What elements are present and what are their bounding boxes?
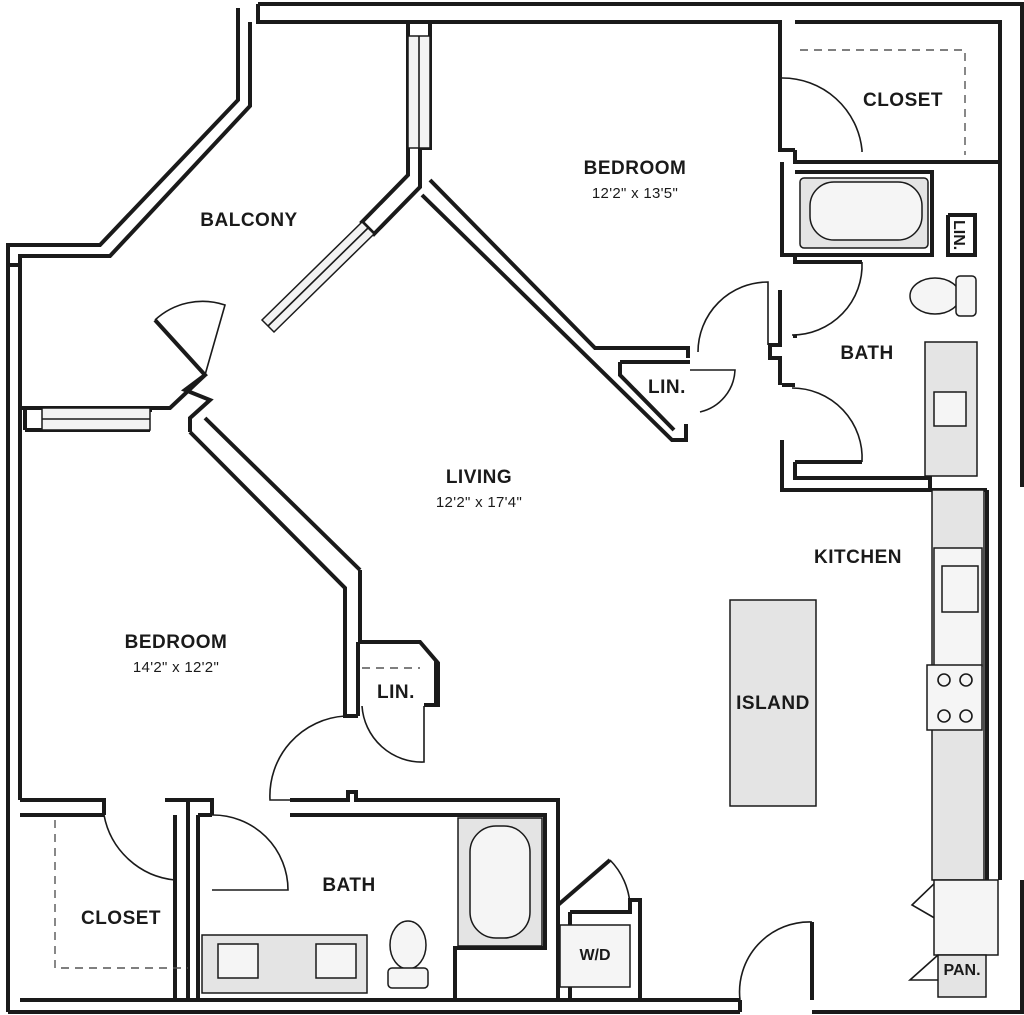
outer-walls (6, 2, 1024, 1014)
labels: BALCONY BEDROOM 12'2" x 13'5" CLOSET LIN… (81, 90, 981, 979)
door-closet-top (781, 77, 863, 152)
label-bedroom-left: BEDROOM (125, 632, 228, 653)
washer-dryer-box (559, 924, 631, 988)
label-living: LIVING (446, 467, 512, 488)
doors (103, 77, 939, 1001)
label-bath-top: BATH (840, 343, 893, 364)
label-closet-bottom: CLOSET (81, 908, 161, 929)
pantry-box (937, 954, 987, 998)
sink-top (933, 391, 967, 427)
label-bedroom-top: BEDROOM (584, 158, 687, 179)
toilet-top (909, 277, 961, 315)
toilet-bottom (389, 920, 427, 970)
label-balcony: BALCONY (200, 210, 297, 231)
sink-right (315, 943, 357, 979)
label-island: ISLAND (736, 693, 810, 714)
dim-living: 12'2" x 17'4" (436, 494, 522, 511)
closet-shelves (54, 49, 966, 969)
label-bath-bottom: BATH (322, 875, 375, 896)
sink-left (217, 943, 259, 979)
label-linen-mid: LIN. (648, 377, 686, 398)
fixtures (201, 177, 999, 998)
windows (41, 35, 431, 431)
label-washer-dryer: W/D (579, 947, 610, 964)
dim-bedroom-top: 12'2" x 13'5" (592, 185, 678, 202)
label-kitchen: KITCHEN (814, 547, 902, 568)
label-closet-top: CLOSET (863, 90, 943, 111)
label-pantry: PAN. (943, 962, 980, 979)
label-linen-top-right: LIN. (950, 220, 967, 250)
kitchen-sink (941, 565, 979, 613)
label-linen-left: LIN. (377, 682, 415, 703)
stove (926, 664, 983, 731)
dim-bedroom-left: 14'2" x 12'2" (133, 659, 219, 676)
kitchen-island (729, 599, 817, 807)
